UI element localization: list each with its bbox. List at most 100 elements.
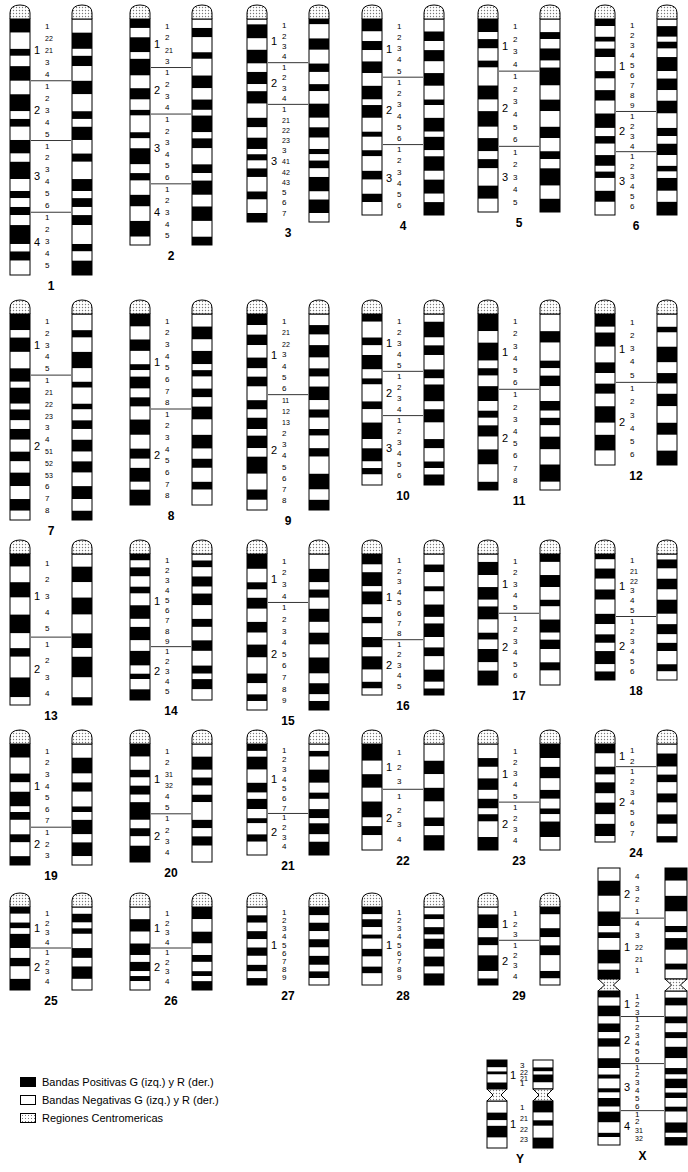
r-band	[424, 423, 444, 440]
region-number: 2	[619, 417, 625, 428]
r-band	[72, 923, 92, 929]
band-number: 2	[165, 128, 169, 136]
centromere	[362, 300, 382, 314]
g-band	[130, 828, 150, 836]
g-band	[247, 770, 267, 783]
r-band	[192, 420, 212, 435]
band-number: 21	[282, 117, 290, 124]
r-band	[192, 314, 212, 327]
r-band	[72, 452, 92, 462]
r-band	[72, 314, 92, 330]
chromosome-outline	[665, 868, 687, 979]
g-band	[362, 744, 382, 761]
centromere	[130, 300, 150, 314]
r-band	[192, 820, 212, 828]
r-band	[192, 576, 212, 586]
r-band	[192, 944, 212, 955]
chromosome-pair	[10, 5, 92, 275]
g-band	[595, 90, 615, 101]
chromosome-pair	[130, 5, 212, 245]
g-band	[478, 68, 498, 86]
region-boundary	[616, 151, 656, 152]
r-band	[309, 915, 329, 922]
chromosome-outline	[247, 19, 267, 222]
r-band	[424, 826, 444, 835]
region-number: 1	[386, 762, 392, 773]
chromosome-outline	[247, 907, 267, 985]
r-band	[424, 322, 444, 338]
chromosome-outline	[595, 314, 615, 465]
r-band	[309, 757, 329, 770]
band-number: 1	[165, 411, 169, 419]
band-number: 5	[282, 942, 286, 950]
g-band	[247, 19, 267, 24]
chromosome-outline	[192, 554, 212, 700]
g-band	[478, 127, 498, 138]
g-band	[595, 178, 615, 191]
r-band	[72, 928, 92, 934]
region-number: 2	[624, 889, 630, 900]
r-band	[309, 590, 329, 598]
chromosome-pair	[247, 5, 329, 222]
region-number: 2	[34, 962, 40, 973]
chromosome-outline	[309, 314, 329, 510]
g-band	[247, 335, 267, 346]
g-band	[10, 179, 30, 191]
g-band	[247, 834, 267, 841]
chromosome-number: 20	[164, 867, 177, 879]
band-number: 2	[165, 329, 169, 337]
r-band	[309, 965, 329, 972]
chromosome-outline	[362, 907, 382, 985]
band-number: 4	[513, 592, 517, 600]
g-band	[247, 569, 267, 582]
r-band	[192, 482, 212, 490]
legend-entry: Bandas Negativas G (izq.) y R (der.)	[20, 1094, 219, 1106]
g-band	[362, 835, 382, 850]
region-number: 1	[510, 1070, 516, 1081]
r-band	[540, 314, 560, 331]
g-band	[130, 778, 150, 786]
band-number: 2	[165, 422, 169, 430]
r-band	[665, 991, 687, 998]
r-band	[72, 697, 92, 705]
r-band	[533, 1075, 553, 1083]
chromosome-number: 21	[281, 860, 294, 872]
r-band	[424, 19, 444, 31]
band-number: 2	[635, 1071, 639, 1079]
r-band	[657, 451, 677, 465]
r-band	[424, 761, 444, 774]
g-band	[247, 622, 267, 633]
r-band	[424, 31, 444, 41]
centromere	[657, 730, 677, 744]
r-band	[533, 1101, 553, 1113]
g-band	[478, 971, 498, 978]
g-band	[247, 978, 267, 985]
g-band	[130, 181, 150, 195]
g-band	[130, 976, 150, 981]
g-band	[598, 868, 620, 881]
centromere	[10, 893, 30, 907]
g-band	[247, 582, 267, 589]
g-band	[595, 824, 615, 836]
r-band	[657, 423, 677, 435]
g-band	[10, 409, 30, 420]
band-number: 3	[45, 674, 49, 682]
band-number: 3	[513, 343, 517, 351]
region-number: 2	[34, 839, 40, 850]
band-number: 7	[165, 388, 169, 396]
chromosome-outline	[10, 314, 30, 520]
region-boundary	[31, 637, 71, 638]
band-number: 7	[513, 465, 517, 473]
r-band	[657, 836, 677, 842]
g-band	[478, 600, 498, 607]
r-band	[72, 244, 92, 251]
g-band	[247, 191, 267, 199]
g-band	[10, 452, 30, 462]
r-band	[192, 567, 212, 576]
g-band	[10, 215, 30, 225]
chromosome-outline	[192, 907, 212, 990]
g-band	[362, 345, 382, 355]
g-band	[478, 758, 498, 767]
g-band	[130, 770, 150, 778]
r-band	[309, 104, 329, 118]
